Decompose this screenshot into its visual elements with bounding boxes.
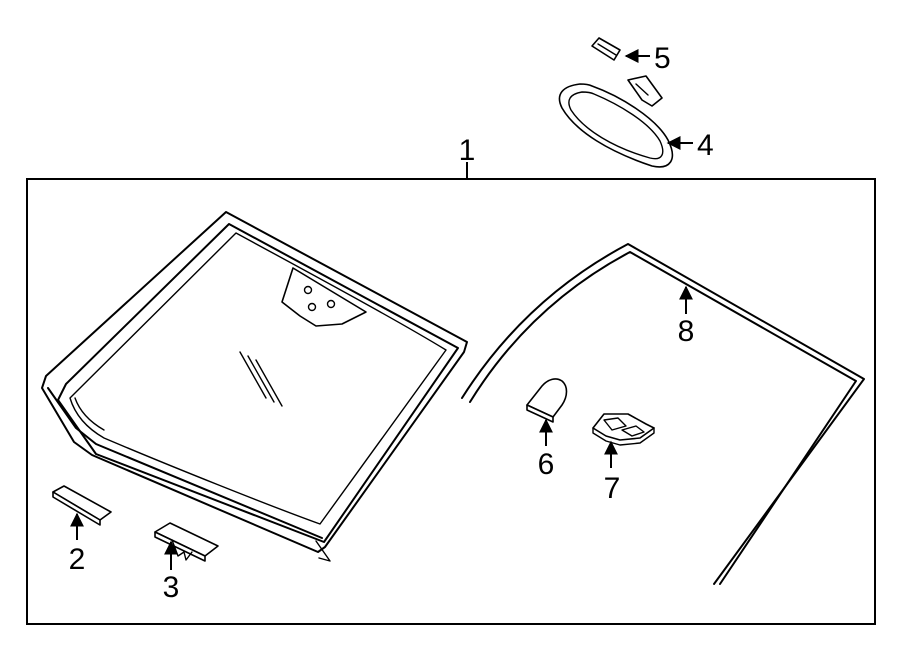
callout-3: 3 <box>163 571 180 604</box>
callout-7: 7 <box>604 472 621 505</box>
callout-6: 6 <box>538 448 555 481</box>
part-2-spacer <box>52 485 112 526</box>
callout-5: 5 <box>654 42 671 75</box>
sensor-area <box>281 267 367 327</box>
mirror-cover <box>591 37 621 61</box>
part-6-cover <box>526 378 568 423</box>
windshield-glass <box>41 211 468 562</box>
callout-2: 2 <box>69 543 86 576</box>
callout-1: 1 <box>459 134 476 167</box>
windshield-molding <box>461 243 865 585</box>
assembly-frame <box>26 178 876 625</box>
rear-view-mirror <box>558 75 674 168</box>
callout-8: 8 <box>678 315 695 348</box>
part-7-bracket <box>592 413 655 446</box>
part-3-bracket <box>154 522 219 562</box>
callout-4: 4 <box>697 129 714 162</box>
